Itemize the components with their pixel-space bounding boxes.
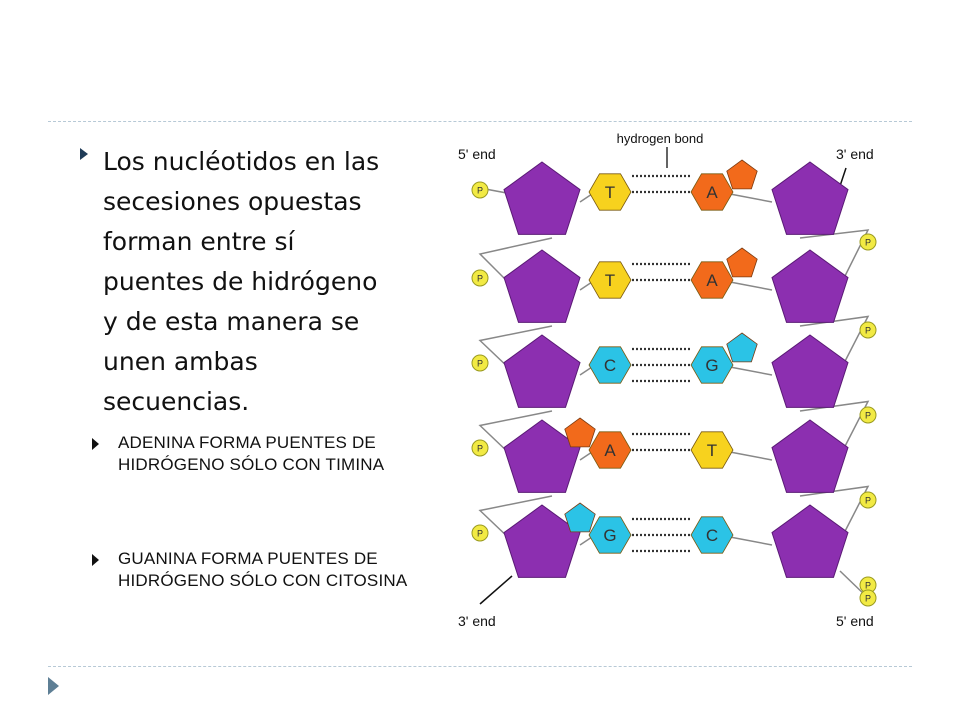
phosphate-label: P — [477, 444, 483, 454]
glycosidic-line — [729, 281, 773, 291]
phosphate-label: P — [477, 274, 483, 284]
hydrogen-bond-label: hydrogen bond — [617, 131, 704, 146]
sub-bullet-text: ADENINA FORMA PUENTES DE HIDRÓGENO SÓLO … — [118, 433, 385, 474]
glycosidic-line — [579, 451, 593, 461]
phosphate-circle — [859, 321, 877, 339]
glycosidic-line — [579, 193, 593, 203]
backbone-line — [839, 167, 847, 187]
base-hexagon — [588, 173, 632, 211]
phosphate-label: P — [865, 594, 871, 604]
base-hexagon — [588, 431, 632, 469]
bullet-arrow-icon — [92, 554, 99, 566]
base-letter: A — [706, 183, 718, 202]
phosphate-label: P — [477, 529, 483, 539]
glycosidic-line — [729, 451, 773, 461]
base-hexagon — [588, 261, 632, 299]
phosphate-circle — [859, 233, 877, 251]
base-ring — [726, 247, 758, 278]
base-hexagon — [690, 261, 734, 299]
sugar-pentagon — [503, 161, 581, 235]
backbone-line — [799, 229, 870, 287]
glycosidic-line — [729, 193, 773, 203]
base-letter: C — [604, 356, 616, 375]
sugar-pentagon — [771, 334, 849, 408]
phosphate-label: P — [865, 411, 871, 421]
phosphate-label: P — [865, 581, 871, 591]
base-ring — [726, 332, 758, 363]
glycosidic-line — [729, 366, 773, 376]
glycosidic-line — [729, 536, 773, 546]
bottom-divider — [48, 666, 912, 667]
bullet-arrow-icon — [80, 148, 88, 160]
backbone-line — [478, 237, 553, 287]
base-letter: C — [706, 526, 718, 545]
base-letter: G — [705, 356, 718, 375]
phosphate-circle — [859, 589, 877, 607]
top-divider — [48, 121, 912, 122]
base-letter: G — [603, 526, 616, 545]
label-layer: hydrogen bond 5' end 3' end 3' end 5' en… — [458, 131, 874, 629]
strand-end-label-left-bottom: 3' end — [458, 613, 496, 629]
base-ring — [564, 417, 596, 448]
sugar-pentagon — [771, 249, 849, 323]
bullet-arrow-icon — [92, 438, 99, 450]
backbone-line — [478, 325, 553, 372]
phosphate-circle — [471, 354, 489, 372]
phosphate-circle — [471, 524, 489, 542]
sugar-pentagon — [503, 334, 581, 408]
sugar-pentagon — [771, 161, 849, 235]
base-hexagon — [690, 516, 734, 554]
phosphate-circle — [859, 491, 877, 509]
sugar-pentagon — [503, 249, 581, 323]
phosphate-circle — [859, 406, 877, 424]
strand-end-label-right-bottom: 5' end — [836, 613, 874, 629]
sugar-pentagon — [771, 419, 849, 493]
strand-end-label-right-top: 3' end — [836, 146, 874, 162]
base-ring — [564, 502, 596, 533]
base-letter: A — [706, 271, 718, 290]
base-letter: T — [605, 183, 615, 202]
glycosidic-line — [579, 536, 593, 546]
base-hexagon — [690, 431, 734, 469]
phosphate-label: P — [477, 186, 483, 196]
base-ring — [726, 159, 758, 190]
phosphate-label: P — [865, 496, 871, 506]
phosphate-label: P — [865, 326, 871, 336]
base-hexagon — [690, 173, 734, 211]
base-hexagon — [588, 516, 632, 554]
backbone-line — [479, 575, 513, 605]
base-letter: A — [604, 441, 616, 460]
phosphate-circle — [471, 439, 489, 457]
base-letter: T — [707, 441, 717, 460]
strand-end-label-left-top: 5' end — [458, 146, 496, 162]
base-letter: T — [605, 271, 615, 290]
phosphate-label: P — [865, 238, 871, 248]
sub-bullet-text: GUANINA FORMA PUENTES DE HIDRÓGENO SÓLO … — [118, 549, 408, 590]
backbone-line — [478, 410, 553, 457]
hydrogen-bond-layer — [632, 174, 690, 553]
glycosidic-line — [579, 366, 593, 376]
main-bullet-text: Los nucléotidos en las secesiones opuest… — [103, 147, 380, 416]
phosphate-label: P — [477, 359, 483, 369]
phosphate-circle — [471, 181, 489, 199]
glycosidic-line — [579, 281, 593, 291]
phosphate-circle — [471, 269, 489, 287]
base-hexagon — [588, 346, 632, 384]
base-hexagon — [690, 346, 734, 384]
sugar-pentagon — [771, 504, 849, 578]
footer-arrow-icon — [48, 677, 59, 695]
backbone-line — [478, 495, 553, 542]
